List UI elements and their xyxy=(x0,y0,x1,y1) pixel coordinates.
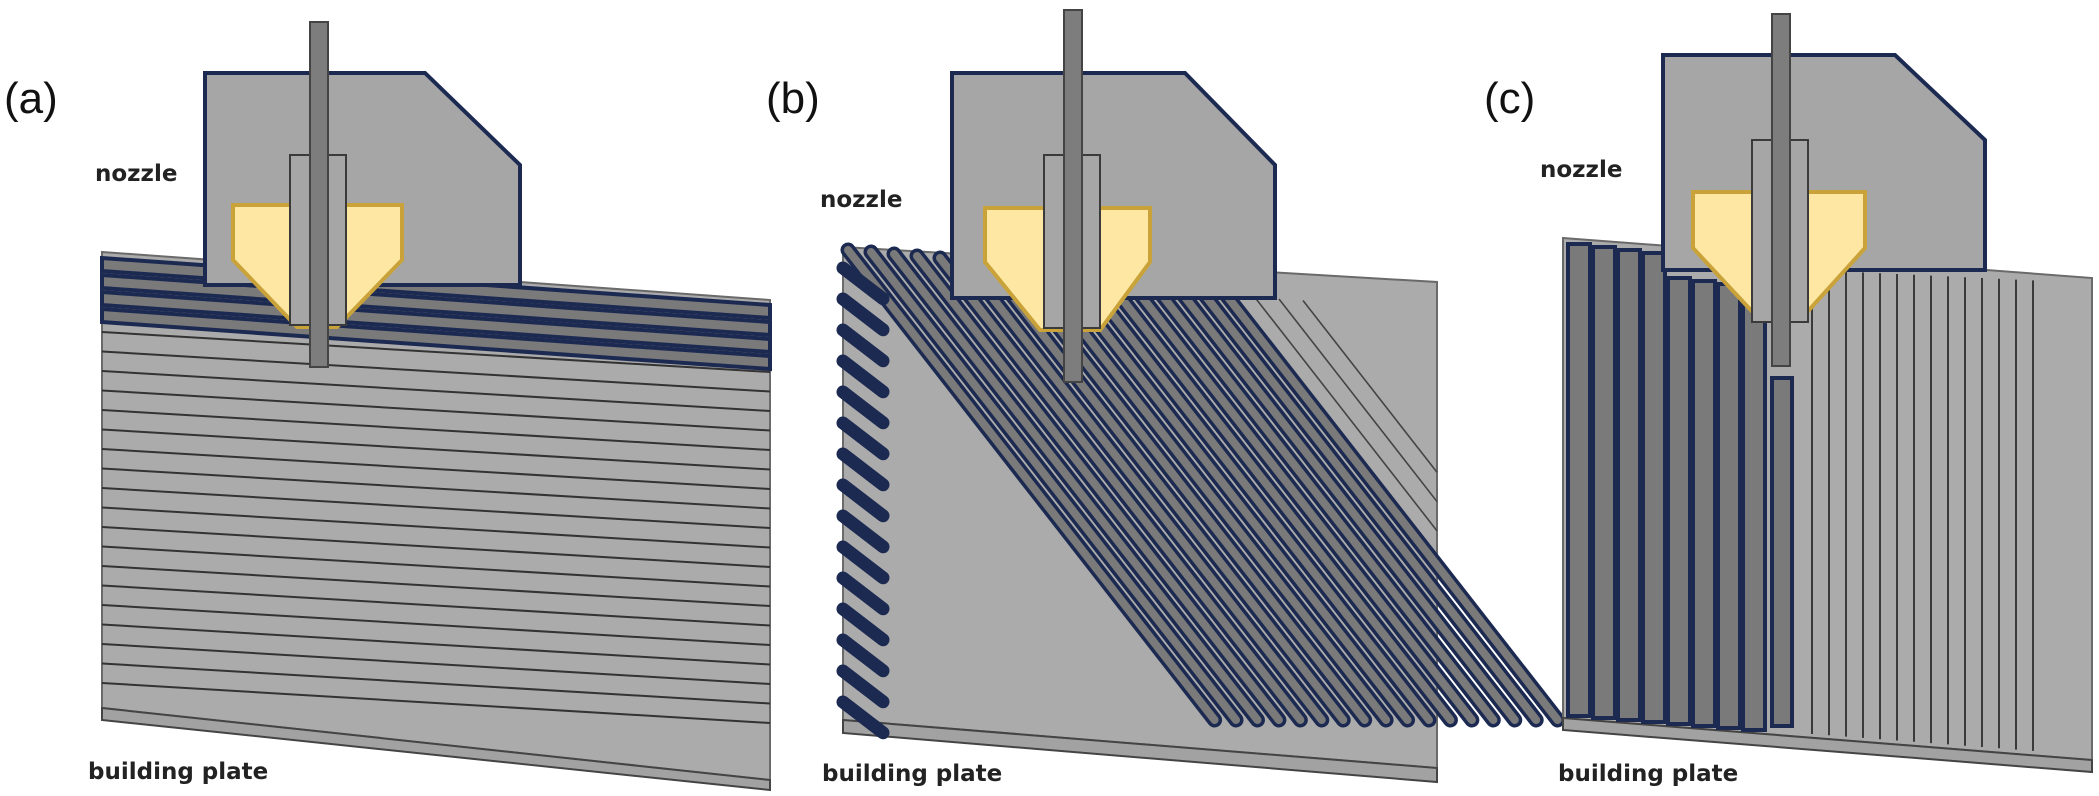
filament-road-stub xyxy=(836,416,890,461)
panel-label: (c) xyxy=(1484,74,1535,123)
filament-road xyxy=(1051,264,1412,724)
filament-road xyxy=(867,248,1241,724)
filament-road xyxy=(1120,270,1476,724)
layer-line xyxy=(101,682,771,724)
filament-road xyxy=(1716,282,1742,730)
panel-label: (a) xyxy=(4,74,58,123)
filament-road xyxy=(959,256,1326,724)
filament-road xyxy=(1616,248,1642,722)
layer-lines xyxy=(101,331,771,724)
layer-line xyxy=(101,643,771,685)
panel-c: (c) nozzle building plate xyxy=(1484,13,2093,787)
filament-road-current xyxy=(1770,376,1794,728)
filament-road xyxy=(1666,276,1692,726)
panel-b: (b) nozzle building plate xyxy=(766,9,1566,787)
layer-line xyxy=(101,662,771,705)
filament-road-stub xyxy=(836,571,890,616)
filament-road-stub xyxy=(836,478,890,523)
building-plate xyxy=(101,706,771,792)
layer-lines xyxy=(1811,270,2034,751)
filament-road-stub xyxy=(836,633,890,678)
panel-a: (a) nozzle building plate xyxy=(4,21,772,792)
filament-road xyxy=(844,246,1219,724)
filament-road xyxy=(1074,266,1433,724)
nozzle-label: nozzle xyxy=(1540,157,1622,183)
panel-label: (b) xyxy=(766,74,820,123)
filament-road xyxy=(1143,272,1498,724)
filament-road-stub xyxy=(836,292,890,337)
layer-line xyxy=(101,565,771,607)
filament-road xyxy=(1166,274,1519,724)
filament-feed-rod xyxy=(309,21,329,368)
filament-road xyxy=(1741,285,1767,732)
nozzle-label: nozzle xyxy=(820,187,902,213)
deposited-filaments xyxy=(1566,242,1794,732)
filament-road xyxy=(1212,278,1562,724)
layer-line xyxy=(101,604,771,646)
filament-road xyxy=(890,250,1262,724)
layer-line xyxy=(101,331,771,373)
filament-road-stub xyxy=(836,447,890,492)
filament-road xyxy=(1691,279,1717,728)
building-plate-label: building plate xyxy=(1558,761,1738,787)
layer-line xyxy=(101,467,771,510)
building-plate-label: building plate xyxy=(88,759,268,785)
layer-line xyxy=(1302,300,1438,473)
filament-road-stub xyxy=(836,509,890,554)
filament-road-stub xyxy=(836,695,890,740)
layer-line xyxy=(101,350,771,393)
filament-road xyxy=(913,252,1283,724)
filament-road xyxy=(1189,276,1541,724)
layer-line xyxy=(101,409,771,451)
building-plate-label: building plate xyxy=(822,761,1002,787)
filament-road xyxy=(1566,242,1592,718)
building-plate xyxy=(842,718,1438,784)
layer-line xyxy=(101,506,771,549)
layer-line xyxy=(101,623,771,666)
layer-line xyxy=(101,448,771,490)
filament-road xyxy=(1028,262,1391,724)
nozzle-label: nozzle xyxy=(95,161,177,187)
filament-feed-rod xyxy=(1063,9,1083,383)
filament-road-stub xyxy=(836,602,890,647)
filament-road xyxy=(1591,245,1617,720)
filament-road-stub xyxy=(836,261,890,306)
layer-line xyxy=(101,389,771,432)
building-plate xyxy=(1562,716,2093,774)
filament-road xyxy=(100,306,772,372)
layer-line xyxy=(101,428,771,471)
filament-road-stub xyxy=(836,385,890,430)
filament-road xyxy=(1641,251,1667,724)
layer-line xyxy=(101,584,771,627)
layer-line xyxy=(1254,297,1438,532)
layer-line xyxy=(1278,298,1438,503)
filament-road xyxy=(100,289,772,355)
filament-road-stub xyxy=(836,540,890,585)
layer-line xyxy=(101,370,771,412)
filament-road xyxy=(936,254,1305,724)
layer-line xyxy=(101,487,771,529)
layer-line xyxy=(101,526,771,568)
filament-road xyxy=(982,258,1348,724)
filament-road-stub xyxy=(836,664,890,709)
filament-road xyxy=(1097,268,1455,724)
filament-road-stub xyxy=(836,354,890,399)
filament-feed-rod xyxy=(1771,13,1791,367)
filament-road-stub xyxy=(836,323,890,368)
layer-line xyxy=(101,545,771,588)
